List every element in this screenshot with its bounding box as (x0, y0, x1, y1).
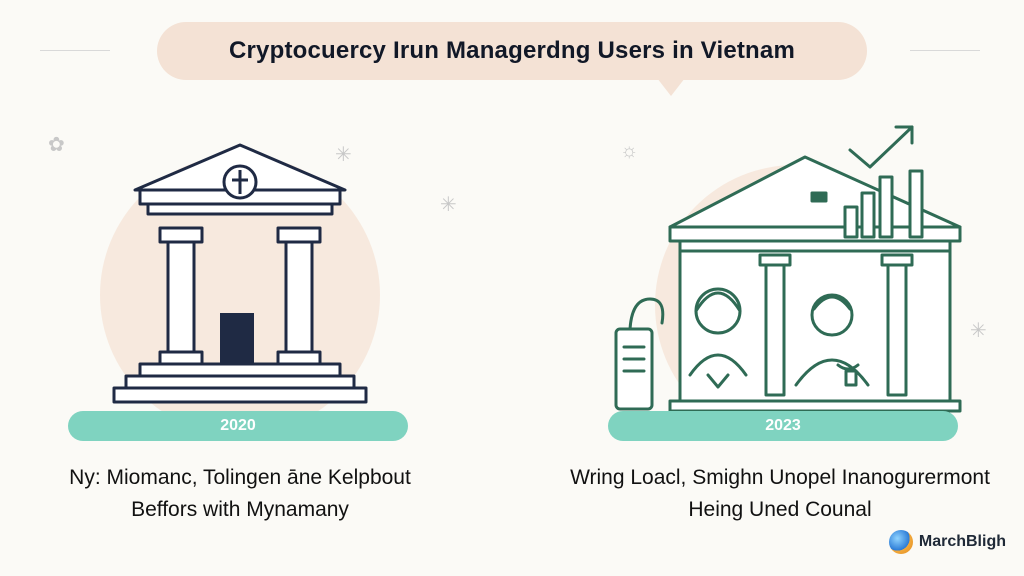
year-badge-left: 2020 (68, 411, 408, 441)
sparkle-icon: ✳ (970, 320, 987, 342)
right-caption-line1: Wring Loacl, Smighn Unopel Inanogurermon… (570, 466, 990, 489)
left-caption-line1: Ny: Miomanc, Tolingen āne Kelpbout (69, 466, 411, 489)
left-caption-line2: Beffors with Mynamany (131, 498, 349, 521)
brand-name: MarchBligh (918, 533, 1006, 550)
brand-watermark: MarchBligh (888, 530, 1006, 554)
right-caption: Wring Loacl, Smighn Unopel Inanogurermon… (545, 462, 1015, 526)
sparkle-icon: ✳ (440, 194, 457, 216)
left-caption: Ny: Miomanc, Tolingen āne Kelpbout Beffo… (20, 462, 460, 526)
title-deco-line-right (910, 50, 980, 51)
sparkle-icon: ✿ (48, 134, 65, 156)
sparkle-icon: ☼ (620, 140, 639, 162)
bank-with-users-icon (614, 125, 962, 420)
year-label: 2020 (220, 417, 256, 434)
brand-logo-icon (888, 530, 913, 554)
bank-building-icon (100, 143, 380, 420)
year-badge-right: 2023 (608, 411, 958, 441)
page-title: Cryptocuercy Irun Managerdng Users in Vi… (228, 37, 796, 64)
right-caption-line2: Heing Uned Counal (688, 498, 872, 521)
title-banner: Cryptocuercy Irun Managerdng Users in Vi… (157, 22, 867, 96)
sparkle-icon: ✳ (335, 144, 352, 166)
year-label: 2023 (765, 417, 801, 434)
title-deco-line-left (40, 50, 110, 51)
